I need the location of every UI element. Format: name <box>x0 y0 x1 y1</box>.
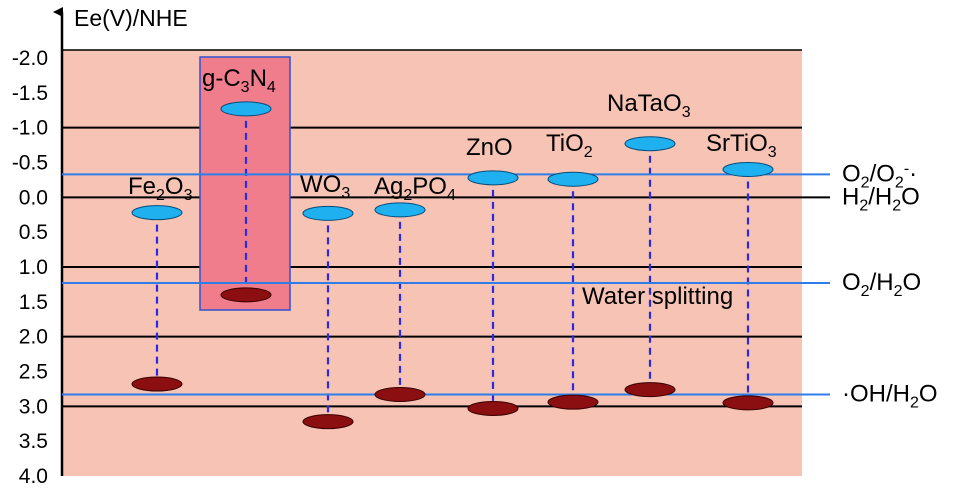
y-tick-label: 3.0 <box>19 395 48 418</box>
natao3-conduction-band <box>624 136 676 152</box>
wo3-valence-band <box>302 414 354 430</box>
ag3po4-valence-band <box>374 387 426 403</box>
ag3po4-label: Ag2PO4 <box>374 173 456 204</box>
y-tick-label: 2.5 <box>19 361 48 384</box>
tio2-label: TiO2 <box>546 130 593 161</box>
redox-labels: O2/O2-·H2/H2O O2/H2O ·OH/H2O <box>842 160 938 411</box>
y-tick-label: -0.5 <box>12 152 48 175</box>
y-tick-label: 4.0 <box>19 465 48 488</box>
y-tick-labels: -2.0 -1.5 -1.0 -0.5 0.0 0.5 1.0 1.5 2.0 2.5 3.0 3.5… <box>12 47 48 488</box>
fe2o3-valence-band <box>131 376 183 392</box>
ag3po4-conduction-band <box>374 202 426 218</box>
srtio3-conduction-band <box>722 161 774 177</box>
oh-h2o-label: ·OH/H2O <box>842 381 938 412</box>
h2-h2o-label: H2/H2O <box>842 183 920 214</box>
y-tick-label: 0.5 <box>19 221 48 244</box>
connectors <box>155 108 750 422</box>
zno-label: ZnO <box>466 134 513 161</box>
grid-lines <box>62 49 802 408</box>
wo3-label: WO3 <box>300 171 350 202</box>
tio2-conduction-band <box>547 171 599 187</box>
y-tick-label: -1.5 <box>12 82 48 105</box>
y-tick-label: 1.5 <box>19 291 48 314</box>
tio2-valence-band <box>547 394 599 410</box>
wo3-conduction-band <box>302 205 354 221</box>
gc3n4-valence-band <box>220 287 272 303</box>
o2-o2minus-label: O2/O2-· <box>842 160 917 191</box>
natao3-label: NaTaO3 <box>607 90 691 121</box>
srtio3-valence-band <box>722 395 774 411</box>
y-tick-label: 2.0 <box>19 326 48 349</box>
o2-h2o-label: O2/H2O <box>842 269 921 300</box>
y-tick-label: 1.0 <box>19 256 48 279</box>
fe2o3-conduction-band <box>131 205 183 221</box>
fe2o3-label: Fe2O3 <box>128 173 193 204</box>
srtio3-label: SrTiO3 <box>706 130 777 161</box>
zno-conduction-band <box>467 170 519 186</box>
y-tick-label: -1.0 <box>12 117 48 140</box>
natao3-valence-band <box>624 382 676 398</box>
gc3n4-label: g-C3N4 <box>202 65 276 96</box>
zno-valence-band <box>467 400 519 416</box>
y-tick-label: 3.5 <box>19 430 48 453</box>
y-axis-title: Ee(V)/NHE <box>74 5 188 31</box>
gc3n4-conduction-band <box>220 101 272 117</box>
y-tick-label: 0.0 <box>19 186 48 209</box>
water-splitting-label: Water splitting <box>582 283 733 310</box>
redox-lines <box>62 173 830 396</box>
plot-background <box>62 50 802 476</box>
y-tick-label: -2.0 <box>12 47 48 70</box>
band-edges <box>131 101 774 430</box>
